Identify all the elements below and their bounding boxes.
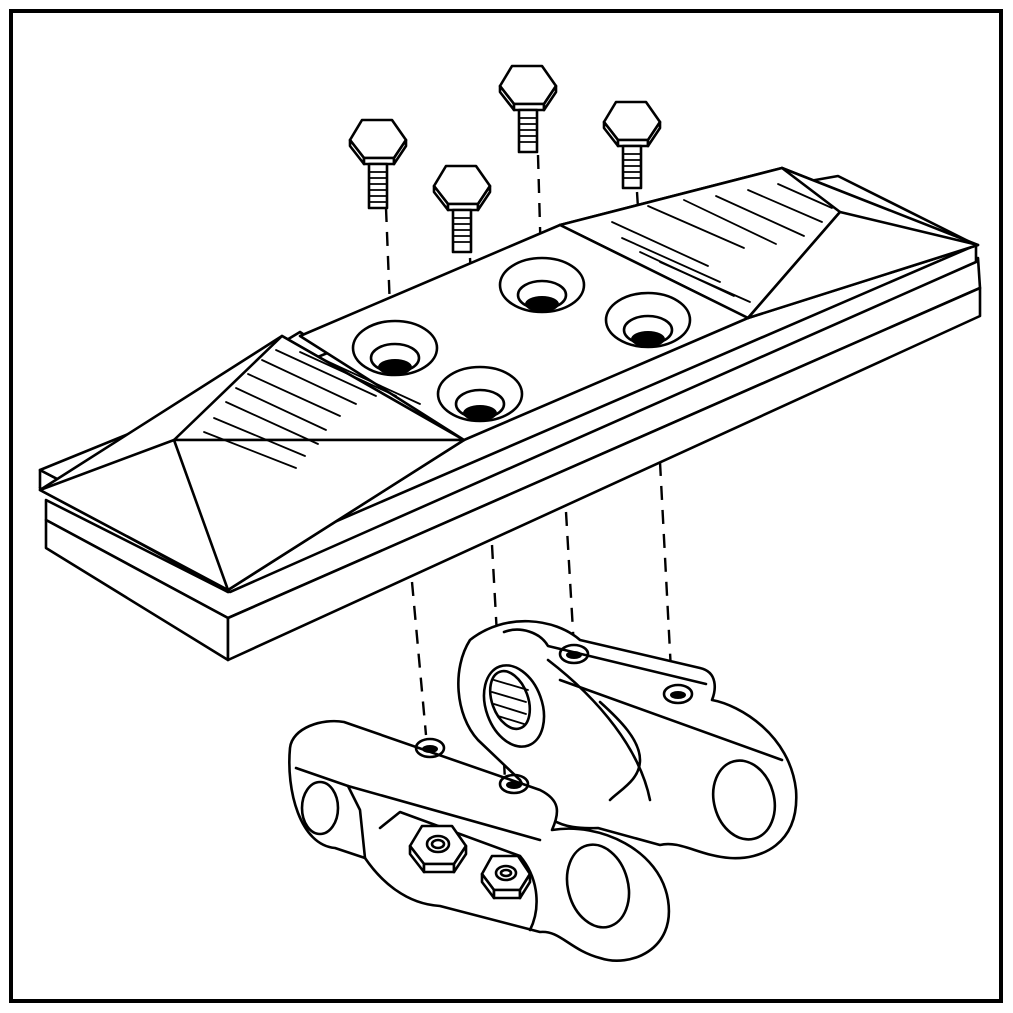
- pad-hole-4: [604, 291, 692, 349]
- pad-hole-2: [436, 365, 524, 423]
- tread-grooves-right: [611, 183, 833, 303]
- hex-nut-icon: [480, 854, 532, 900]
- track-pad: [38, 166, 982, 662]
- hex-bolt-icon: [602, 100, 662, 190]
- hex-nut-icon: [408, 824, 468, 874]
- hex-bolt-icon: [432, 164, 492, 254]
- pad-hole-3: [498, 256, 586, 314]
- pad-hole-1: [351, 319, 439, 377]
- hex-bolt-icon: [498, 64, 558, 154]
- tread-grooves-left: [203, 349, 421, 469]
- track-link-front: [288, 719, 671, 962]
- hex-bolt-icon: [348, 118, 408, 210]
